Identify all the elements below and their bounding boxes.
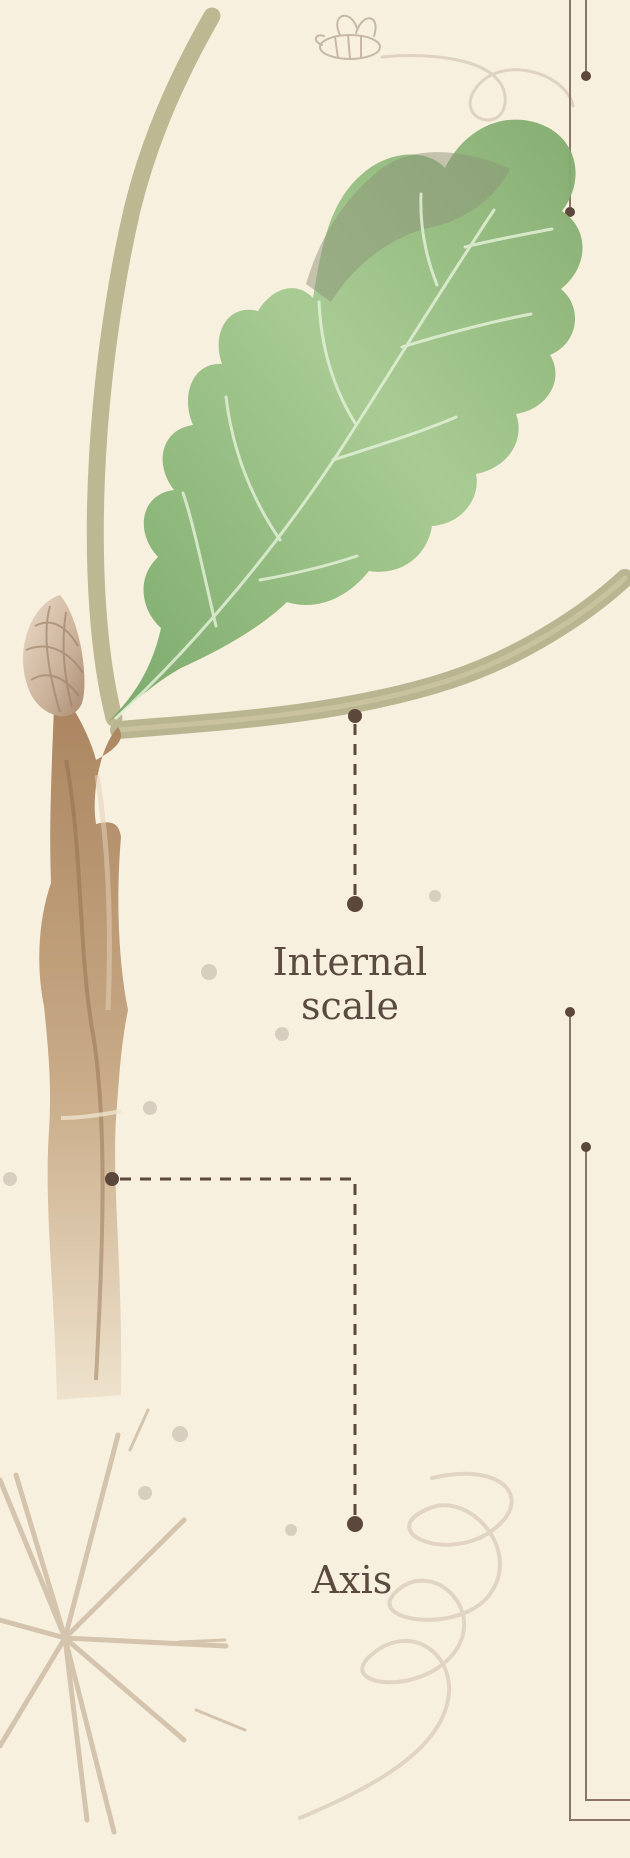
border-frames bbox=[570, 0, 630, 1820]
terminal-bud bbox=[23, 595, 84, 716]
axis-twig bbox=[39, 682, 128, 1400]
axis-label: Axis bbox=[292, 1558, 412, 1602]
dandelion-seed-head bbox=[0, 1410, 245, 1832]
internal-scale-leader bbox=[347, 709, 363, 912]
internal-scale-label-line2: scale bbox=[245, 984, 455, 1028]
tendril-curl bbox=[300, 1474, 512, 1818]
internal-scale-label: Internal scale bbox=[245, 940, 455, 1028]
bee-icon bbox=[316, 16, 380, 59]
flight-trail bbox=[382, 56, 573, 120]
axis-leader bbox=[105, 1172, 363, 1532]
internal-scale-label-line1: Internal bbox=[245, 940, 455, 984]
